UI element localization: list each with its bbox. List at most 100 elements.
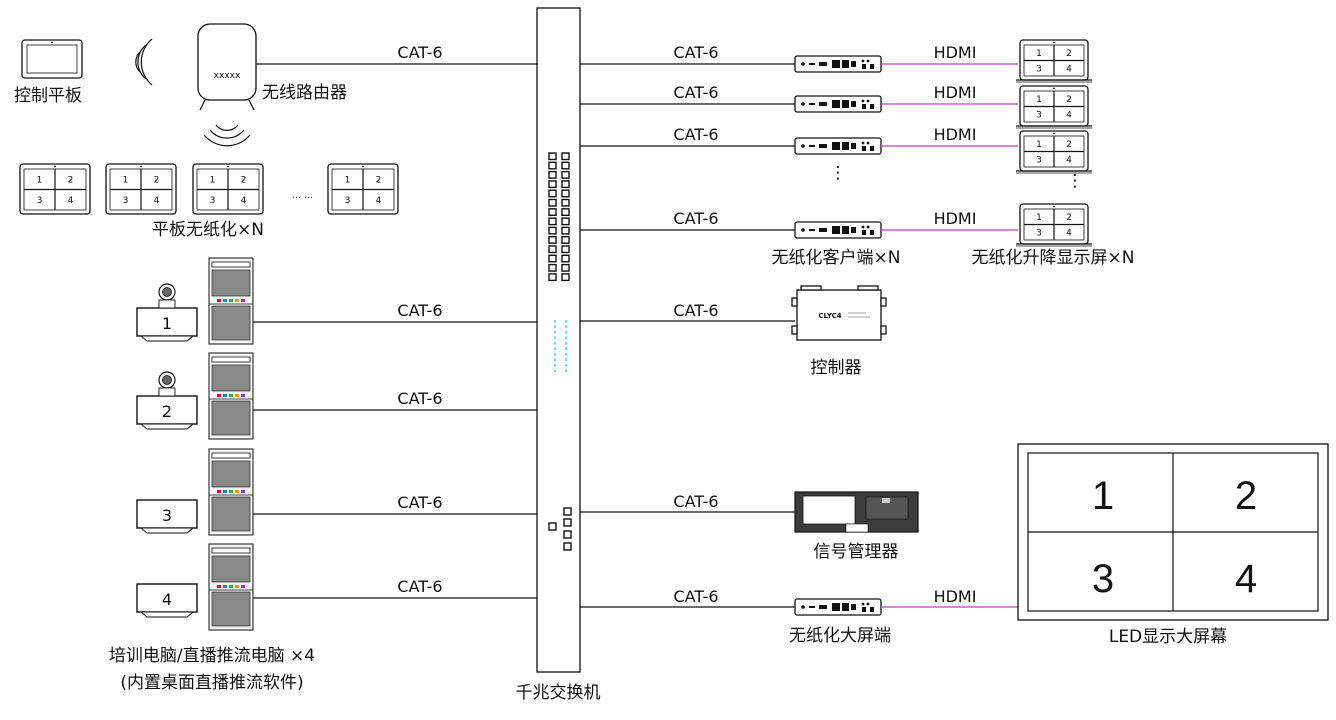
bigscreen-encoder (794, 598, 882, 616)
quad-number: 2 (1066, 49, 1072, 59)
router-model-text: xxxxx (214, 71, 241, 81)
pc-cable-label: CAT-6 (397, 389, 442, 408)
quad-number: 3 (210, 196, 216, 206)
pc-monitor-2: 2 (136, 395, 198, 430)
control-tablet (21, 39, 83, 79)
quad-number: 4 (154, 196, 160, 206)
switch-port (561, 152, 570, 161)
controller-cable-label: CAT-6 (673, 301, 718, 320)
router-label: 无线路由器 (262, 83, 347, 103)
quad-number: 1 (37, 175, 43, 185)
camera-icon (158, 283, 176, 309)
switch-port (563, 530, 572, 539)
quad-number: 1 (1036, 49, 1042, 59)
switch-port (561, 217, 570, 226)
switch-port (548, 189, 557, 198)
pc-tower-icon (208, 352, 254, 440)
led-hdmi-label: HDMI (934, 587, 977, 606)
pc-tower-icon (208, 448, 254, 536)
led-cell-1: 1 (1092, 474, 1114, 518)
bigscreen-end-label: 无纸化大屏端 (789, 626, 891, 646)
switch-port (561, 208, 570, 217)
switch-port (561, 226, 570, 235)
controller-brand-text: CLYC4 (818, 312, 841, 320)
quad-number: 1 (210, 175, 216, 185)
pc-label-line1: 培训电脑/直播推流电脑 ×4 (109, 646, 315, 666)
client-label: 无纸化客户端×N (772, 248, 901, 268)
switch-port (548, 217, 557, 226)
tablet-ctrl-label: 控制平板 (14, 86, 82, 106)
switch-port (548, 161, 557, 170)
pc-number: 4 (162, 590, 172, 609)
quad-number: 2 (154, 175, 160, 185)
quad-number: 4 (1066, 110, 1072, 120)
switch-port (548, 198, 557, 207)
quad-number: 3 (1036, 155, 1042, 165)
quad-number: 3 (1036, 110, 1042, 120)
lift-screen-1: 1 2 3 4 (1016, 39, 1092, 83)
controller-label: 控制器 (811, 358, 862, 378)
pc-number: 2 (162, 402, 172, 421)
quad-number: 2 (1066, 95, 1072, 105)
quad-number: 4 (68, 196, 74, 206)
switch-port (561, 254, 570, 263)
switch-port (548, 263, 557, 272)
quad-number: 3 (37, 196, 43, 206)
hdmi-cable-label: HDMI (934, 125, 977, 144)
led-label: LED显示大屏幕 (1109, 627, 1227, 647)
client-encoder-1 (794, 55, 882, 73)
switch-port (548, 254, 557, 263)
switch-port (548, 170, 557, 179)
switch-port (548, 226, 557, 235)
pc-label-line2: (内置桌面直播推流软件) (120, 673, 303, 693)
quad-number: 4 (1066, 64, 1072, 74)
pc-tower-icon (208, 257, 254, 345)
led-cell-4: 4 (1235, 557, 1257, 601)
quad-number: 2 (1066, 140, 1072, 150)
pc-number: 3 (162, 506, 172, 525)
client-vdots: ⋮ (830, 163, 847, 183)
lift-screen-label: 无纸化升降显示屏×N (972, 248, 1135, 268)
led-cell-2: 2 (1235, 474, 1257, 518)
switch-ports-top (548, 152, 570, 282)
paperless-tablet-2: 1 2 3 4 (105, 163, 177, 215)
switch-label: 千兆交换机 (516, 683, 601, 703)
switch-port (563, 507, 572, 516)
client-cable-label: CAT-6 (673, 43, 718, 62)
quad-number: 4 (1066, 228, 1072, 238)
client-cable-label: CAT-6 (673, 209, 718, 228)
tablet-ellipsis: … … (292, 191, 313, 201)
hdmi-cable-label: HDMI (934, 209, 977, 228)
gigabit-switch (536, 7, 581, 673)
pc-monitor-3: 3 (136, 499, 198, 534)
quad-number: 3 (1036, 64, 1042, 74)
switch-port (548, 273, 557, 282)
client-encoder-3 (794, 137, 882, 155)
lift-screen-2: 1 2 3 4 (1016, 85, 1092, 129)
switch-port (548, 245, 557, 254)
switch-port (561, 263, 570, 272)
quad-number: 3 (123, 196, 129, 206)
controller-device: CLYC4 (791, 285, 887, 341)
pc-tower-icon (208, 543, 254, 631)
wireless-signal-icon (135, 38, 153, 86)
quad-number: 2 (376, 175, 382, 185)
router-cable-label: CAT-6 (397, 43, 442, 62)
switch-port (548, 208, 557, 217)
switch-port (548, 180, 557, 189)
client-cable-label: CAT-6 (673, 125, 718, 144)
wireless-signal-icon-down (203, 124, 251, 147)
switch-port (561, 235, 570, 244)
quad-number: 4 (241, 196, 247, 206)
pc-monitor-1: 1 (136, 307, 198, 342)
quad-number: 1 (1036, 95, 1042, 105)
hdmi-cable-label: HDMI (934, 43, 977, 62)
quad-number: 1 (1036, 140, 1042, 150)
quad-number: 1 (123, 175, 129, 185)
